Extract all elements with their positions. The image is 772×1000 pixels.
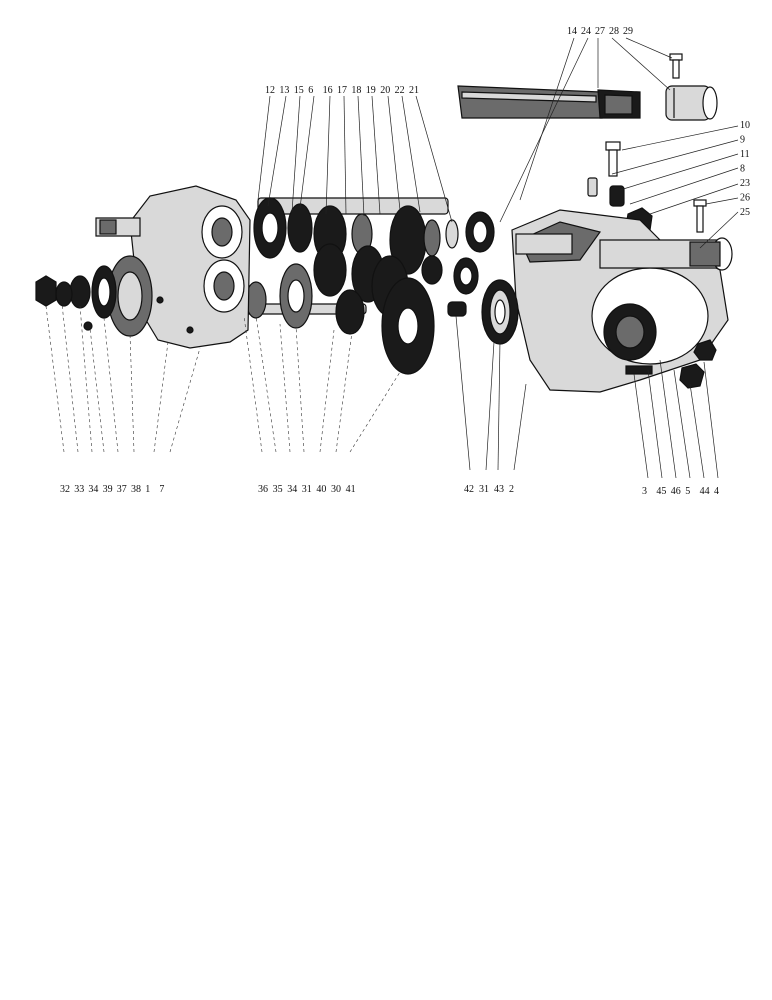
part-callout-bottom-center-1: 31 xyxy=(479,484,489,495)
locking-bolt xyxy=(693,199,707,233)
rear-housing xyxy=(511,209,729,393)
part-callout-top-middle-7: 19 xyxy=(366,85,376,96)
part-callout-top-middle-4: 16 xyxy=(323,85,333,96)
part-callout-top-right-1: 24 xyxy=(581,26,591,37)
part-callout-bottom-middle-4: 40 xyxy=(316,484,326,495)
part-callout-right-side-5: 26 xyxy=(740,193,750,204)
part-callout-bottom-left-1: 33 xyxy=(74,484,84,495)
part-callout-bottom-center-0: 42 xyxy=(464,484,474,495)
part-callout-right-side-0: 10 xyxy=(740,120,750,131)
rear-bolt-nut xyxy=(625,339,717,389)
part-callout-top-right-3: 28 xyxy=(609,26,619,37)
part-callout-bottom-left-2: 34 xyxy=(88,484,98,495)
part-callout-bottom-center-2: 43 xyxy=(494,484,504,495)
thrust-washer xyxy=(445,219,459,249)
part-callout-top-middle-9: 22 xyxy=(395,85,405,96)
part-callout-right-side-2: 11 xyxy=(740,149,750,160)
part-callout-bottom-left-3: 39 xyxy=(103,484,113,495)
output-shaft-stub xyxy=(599,237,733,271)
part-callout-bottom-right-0: 3 xyxy=(642,486,647,497)
part-callout-bottom-center-3: 2 xyxy=(509,484,514,495)
part-callout-bottom-right-4: 44 xyxy=(700,486,710,497)
upper-bearing xyxy=(465,211,495,253)
input-shaft-stub xyxy=(95,217,141,237)
part-callout-bottom-left-4: 37 xyxy=(117,484,127,495)
part-callout-right-side-1: 9 xyxy=(740,135,745,146)
part-callout-top-middle-5: 17 xyxy=(337,85,347,96)
part-callout-bottom-middle-1: 35 xyxy=(273,484,283,495)
part-callout-top-right-4: 29 xyxy=(623,26,633,37)
front-cover-assembly xyxy=(35,255,153,337)
part-callout-bottom-right-1: 45 xyxy=(656,486,666,497)
splined-output-shaft xyxy=(457,85,641,119)
part-callout-bottom-middle-0: 36 xyxy=(258,484,268,495)
part-callout-bottom-middle-3: 31 xyxy=(302,484,312,495)
part-callout-bottom-middle-6: 41 xyxy=(346,484,356,495)
part-callout-bottom-right-2: 46 xyxy=(671,486,681,497)
part-callout-top-middle-6: 18 xyxy=(351,85,361,96)
part-callout-bottom-middle-2: 34 xyxy=(287,484,297,495)
part-callout-bottom-middle-5: 30 xyxy=(331,484,341,495)
part-callout-bottom-right-3: 5 xyxy=(685,486,690,497)
lower-bearing xyxy=(453,257,479,295)
hex-bolt xyxy=(605,141,621,177)
part-callout-top-middle-10: 21 xyxy=(409,85,419,96)
part-callout-top-middle-1: 13 xyxy=(279,85,289,96)
dowel-bush xyxy=(609,185,625,207)
part-callout-right-side-4: 23 xyxy=(740,178,750,189)
part-callout-bottom-left-0: 32 xyxy=(60,484,70,495)
part-callout-bottom-left-6: 1 xyxy=(145,484,150,495)
center-bearing xyxy=(481,279,519,345)
part-callout-top-middle-3: 6 xyxy=(308,85,313,96)
front-housing xyxy=(129,185,251,349)
part-callout-top-middle-0: 12 xyxy=(265,85,275,96)
part-callout-top-middle-8: 20 xyxy=(380,85,390,96)
small-plug xyxy=(587,177,598,197)
gear-cluster xyxy=(245,197,443,375)
part-callout-top-right-2: 27 xyxy=(595,26,605,37)
part-callout-top-middle-2: 15 xyxy=(294,85,304,96)
leader-lines xyxy=(45,37,739,479)
part-callout-bottom-right-5: 4 xyxy=(714,486,719,497)
part-callout-bottom-left-5: 38 xyxy=(131,484,141,495)
part-callout-bottom-left-7: 7 xyxy=(159,484,164,495)
part-callout-right-side-6: 25 xyxy=(740,207,750,218)
part-callout-top-right-0: 14 xyxy=(567,26,577,37)
seal-plug xyxy=(447,301,467,317)
part-callout-right-side-3: 8 xyxy=(740,164,745,175)
coupling-sleeve xyxy=(665,85,718,121)
